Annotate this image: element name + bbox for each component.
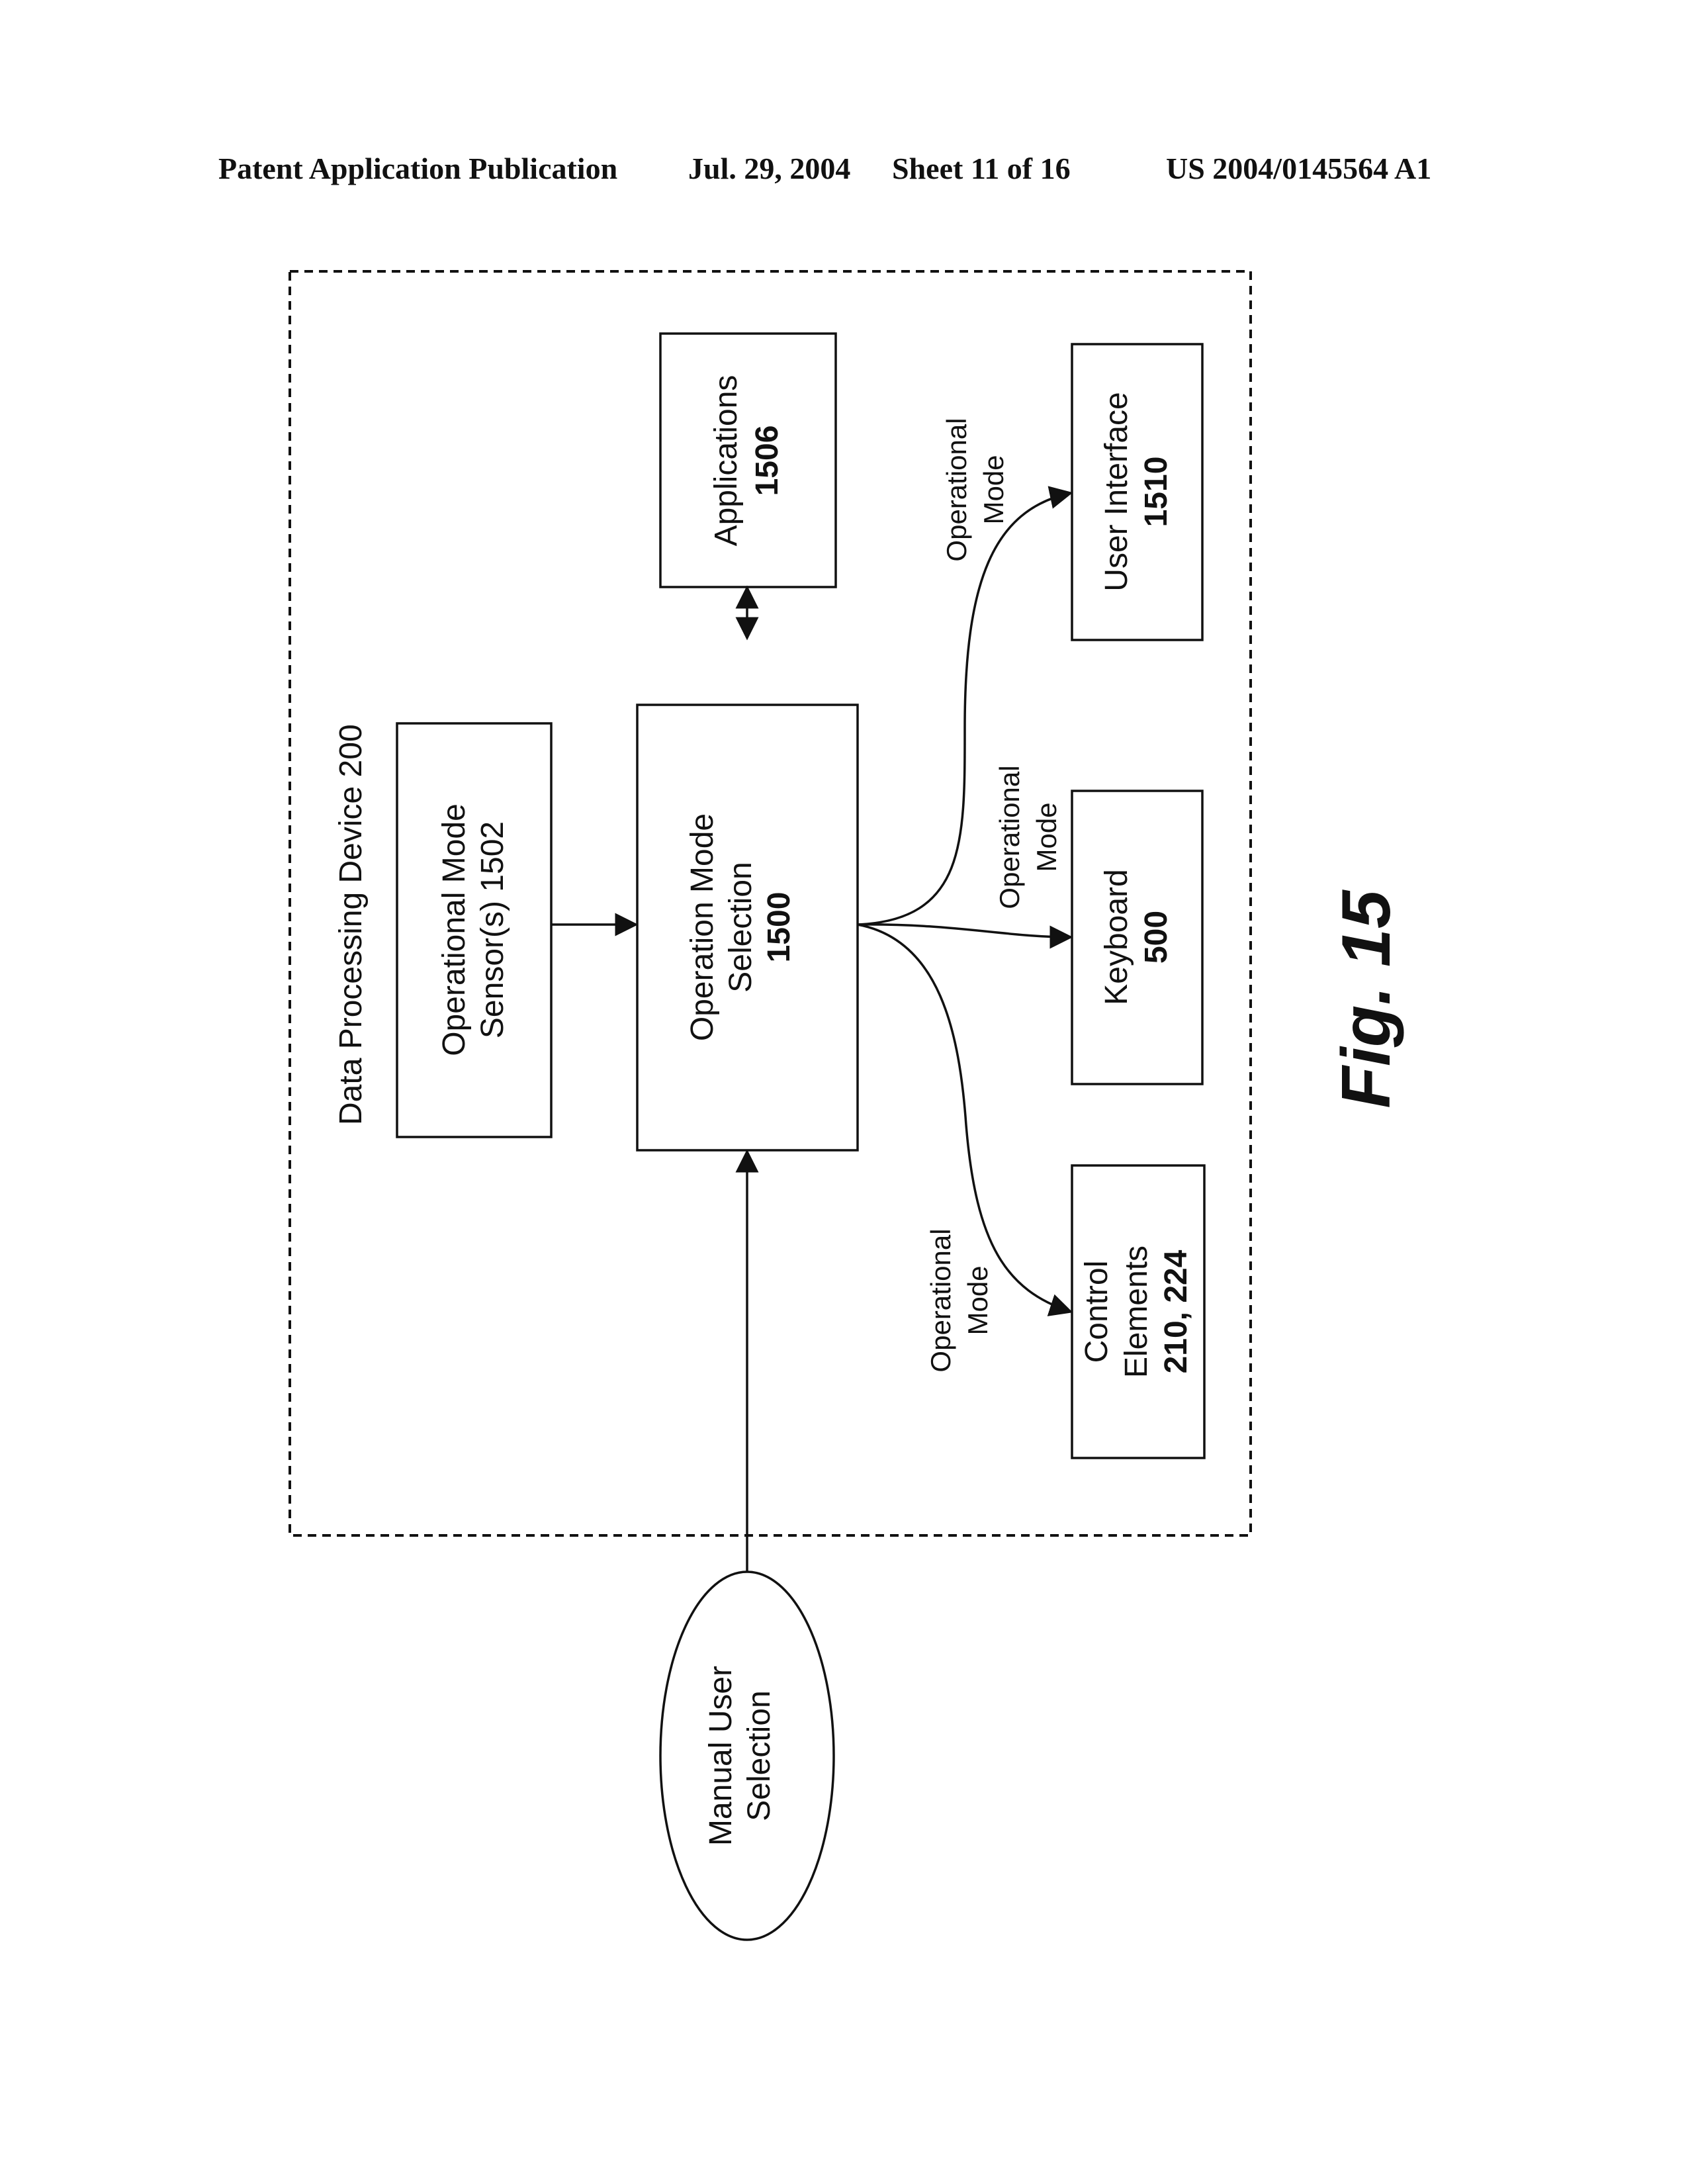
sensor-box xyxy=(396,722,553,1138)
data-processing-device-container xyxy=(289,270,1252,1537)
keyboard-number: 500 xyxy=(1139,911,1174,964)
selection-label-line1: Operation Mode xyxy=(685,813,720,1041)
operation-mode-selection-box xyxy=(636,704,859,1152)
control-label-line2: Elements xyxy=(1119,1246,1154,1378)
manual-label-line2: Selection xyxy=(742,1690,777,1821)
control-number: 210, 224 xyxy=(1159,1250,1194,1373)
ui-edge-label-line1: Operational xyxy=(941,418,972,561)
publication-number: US 2004/0145564 A1 xyxy=(1166,152,1432,185)
keyboard-box xyxy=(1071,790,1204,1085)
ui-edge-label-line2: Mode xyxy=(978,455,1009,524)
page-header: Patent Application Publication Jul. 29, … xyxy=(0,151,1694,191)
control-edge-label-line1: Operational xyxy=(925,1228,956,1372)
sensor-label-line2: Sensor(s) 1502 xyxy=(475,821,510,1038)
keyboard-edge-label-line1: Operational xyxy=(994,765,1025,909)
applications-number: 1506 xyxy=(750,426,785,496)
keyboard-label: Keyboard xyxy=(1099,869,1134,1005)
publication-date: Jul. 29, 2004 xyxy=(688,152,851,185)
selection-number: 1500 xyxy=(762,892,797,963)
publication-label: Patent Application Publication xyxy=(218,152,618,185)
selection-to-control-curve xyxy=(857,923,1073,1316)
control-edge-label-line2: Mode xyxy=(962,1265,993,1335)
manual-label-line1: Manual User xyxy=(703,1666,738,1846)
selection-label-line2: Selection xyxy=(723,862,758,992)
user-interface-label: User Interface xyxy=(1099,392,1134,591)
sheet-number: Sheet 11 of 16 xyxy=(892,152,1071,185)
selection-to-keyboard-curve xyxy=(857,923,1073,949)
keyboard-edge-label-line2: Mode xyxy=(1031,802,1062,872)
control-label-line1: Control xyxy=(1079,1261,1114,1363)
sensor-label-line1: Operational Mode xyxy=(437,803,472,1056)
user-interface-number: 1510 xyxy=(1139,457,1174,527)
container-label: Data Processing Device 200 xyxy=(334,724,369,1125)
applications-box xyxy=(659,332,837,588)
figure-caption: Fig. 15 xyxy=(1328,889,1405,1109)
user-interface-box xyxy=(1071,343,1204,641)
applications-label: Applications xyxy=(709,375,744,547)
selection-to-user-interface-curve xyxy=(857,486,1073,926)
control-elements-box xyxy=(1071,1164,1206,1459)
